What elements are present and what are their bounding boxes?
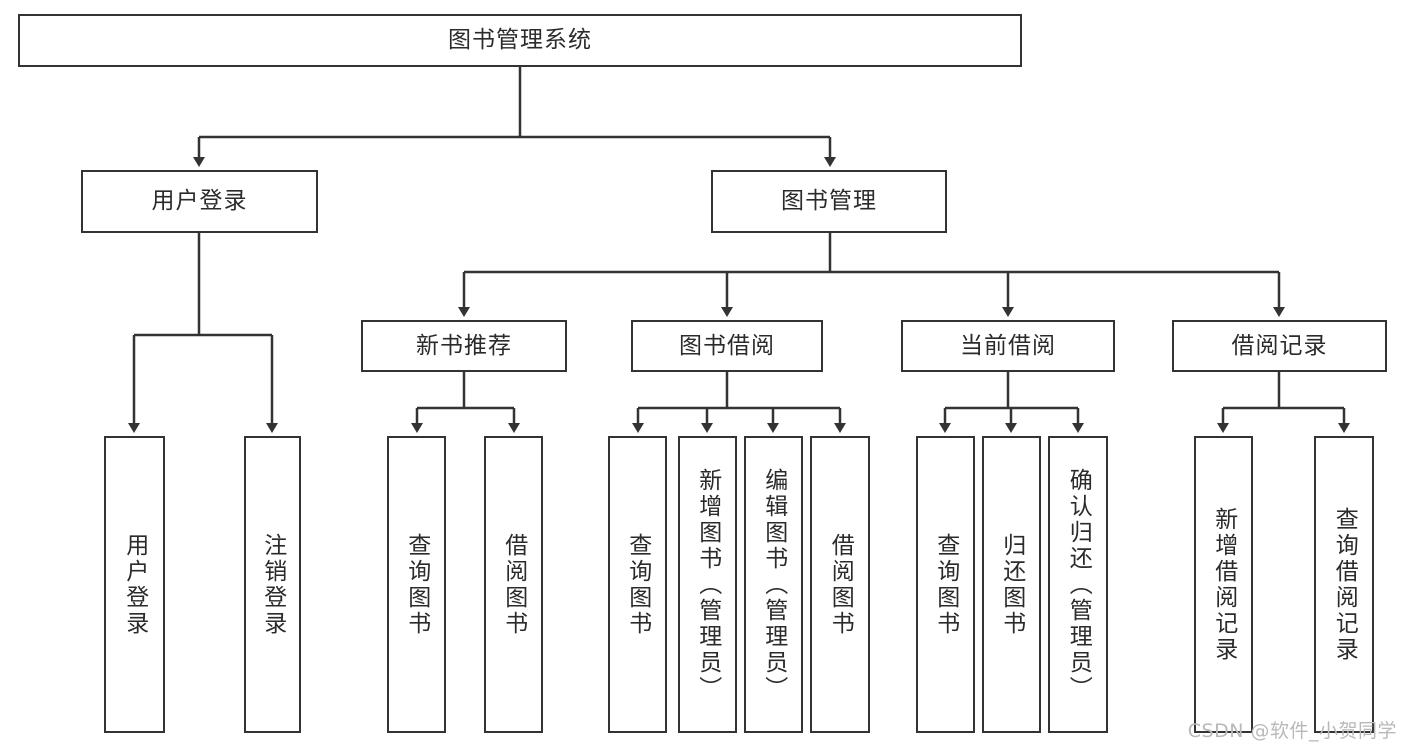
node-user-login-label: 用户登录 [151,188,248,215]
node-borrow-record-label: 借阅记录 [1231,332,1328,359]
node-leaf-borrow-book[interactable]: 借阅图书 [810,436,870,733]
node-new-book-recommend-label: 新书推荐 [416,332,512,359]
node-leaf-user-logout-label: 注销登录 [259,532,286,637]
node-leaf-query-book-recommend[interactable]: 查询图书 [387,436,446,733]
node-leaf-add-borrow-record-label: 新增借阅记录 [1210,506,1237,663]
node-book-manage[interactable]: 图书管理 [711,170,947,233]
node-book-manage-label: 图书管理 [781,188,877,215]
node-current-borrow-label: 当前借阅 [960,332,1056,359]
node-book-borrow-label: 图书借阅 [679,332,775,359]
node-leaf-return-book[interactable]: 归还图书 [982,436,1041,733]
node-user-login[interactable]: 用户登录 [81,170,318,233]
node-leaf-query-book-current-label: 查询图书 [932,532,959,637]
node-leaf-query-book-borrow[interactable]: 查询图书 [608,436,667,733]
node-current-borrow[interactable]: 当前借阅 [901,320,1115,372]
node-leaf-return-book-label: 归还图书 [998,532,1025,637]
node-leaf-query-book-borrow-label: 查询图书 [624,532,651,637]
node-leaf-add-book-label: 新增图书（管理员） [694,467,721,702]
node-leaf-edit-book[interactable]: 编辑图书（管理员） [744,436,803,733]
node-leaf-add-borrow-record[interactable]: 新增借阅记录 [1194,436,1253,733]
node-leaf-borrow-book-recommend[interactable]: 借阅图书 [484,436,543,733]
node-leaf-user-login-label: 用户登录 [121,532,148,637]
node-leaf-confirm-return-label: 确认归还（管理员） [1065,467,1092,702]
node-leaf-query-book-current[interactable]: 查询图书 [916,436,975,733]
node-leaf-confirm-return[interactable]: 确认归还（管理员） [1048,436,1108,733]
node-book-borrow[interactable]: 图书借阅 [631,320,823,372]
node-borrow-record[interactable]: 借阅记录 [1172,320,1387,372]
node-new-book-recommend[interactable]: 新书推荐 [361,320,567,372]
node-leaf-user-logout[interactable]: 注销登录 [244,436,301,733]
node-leaf-query-borrow-record-label: 查询借阅记录 [1331,506,1358,663]
node-leaf-user-login[interactable]: 用户登录 [104,436,165,733]
node-leaf-borrow-book-recommend-label: 借阅图书 [500,532,527,637]
node-leaf-query-borrow-record[interactable]: 查询借阅记录 [1314,436,1374,733]
node-leaf-edit-book-label: 编辑图书（管理员） [760,467,787,702]
node-root-label: 图书管理系统 [448,27,592,54]
node-root[interactable]: 图书管理系统 [18,14,1022,67]
node-leaf-add-book[interactable]: 新增图书（管理员） [678,436,737,733]
node-leaf-query-book-recommend-label: 查询图书 [403,532,430,637]
node-leaf-borrow-book-label: 借阅图书 [827,532,854,637]
